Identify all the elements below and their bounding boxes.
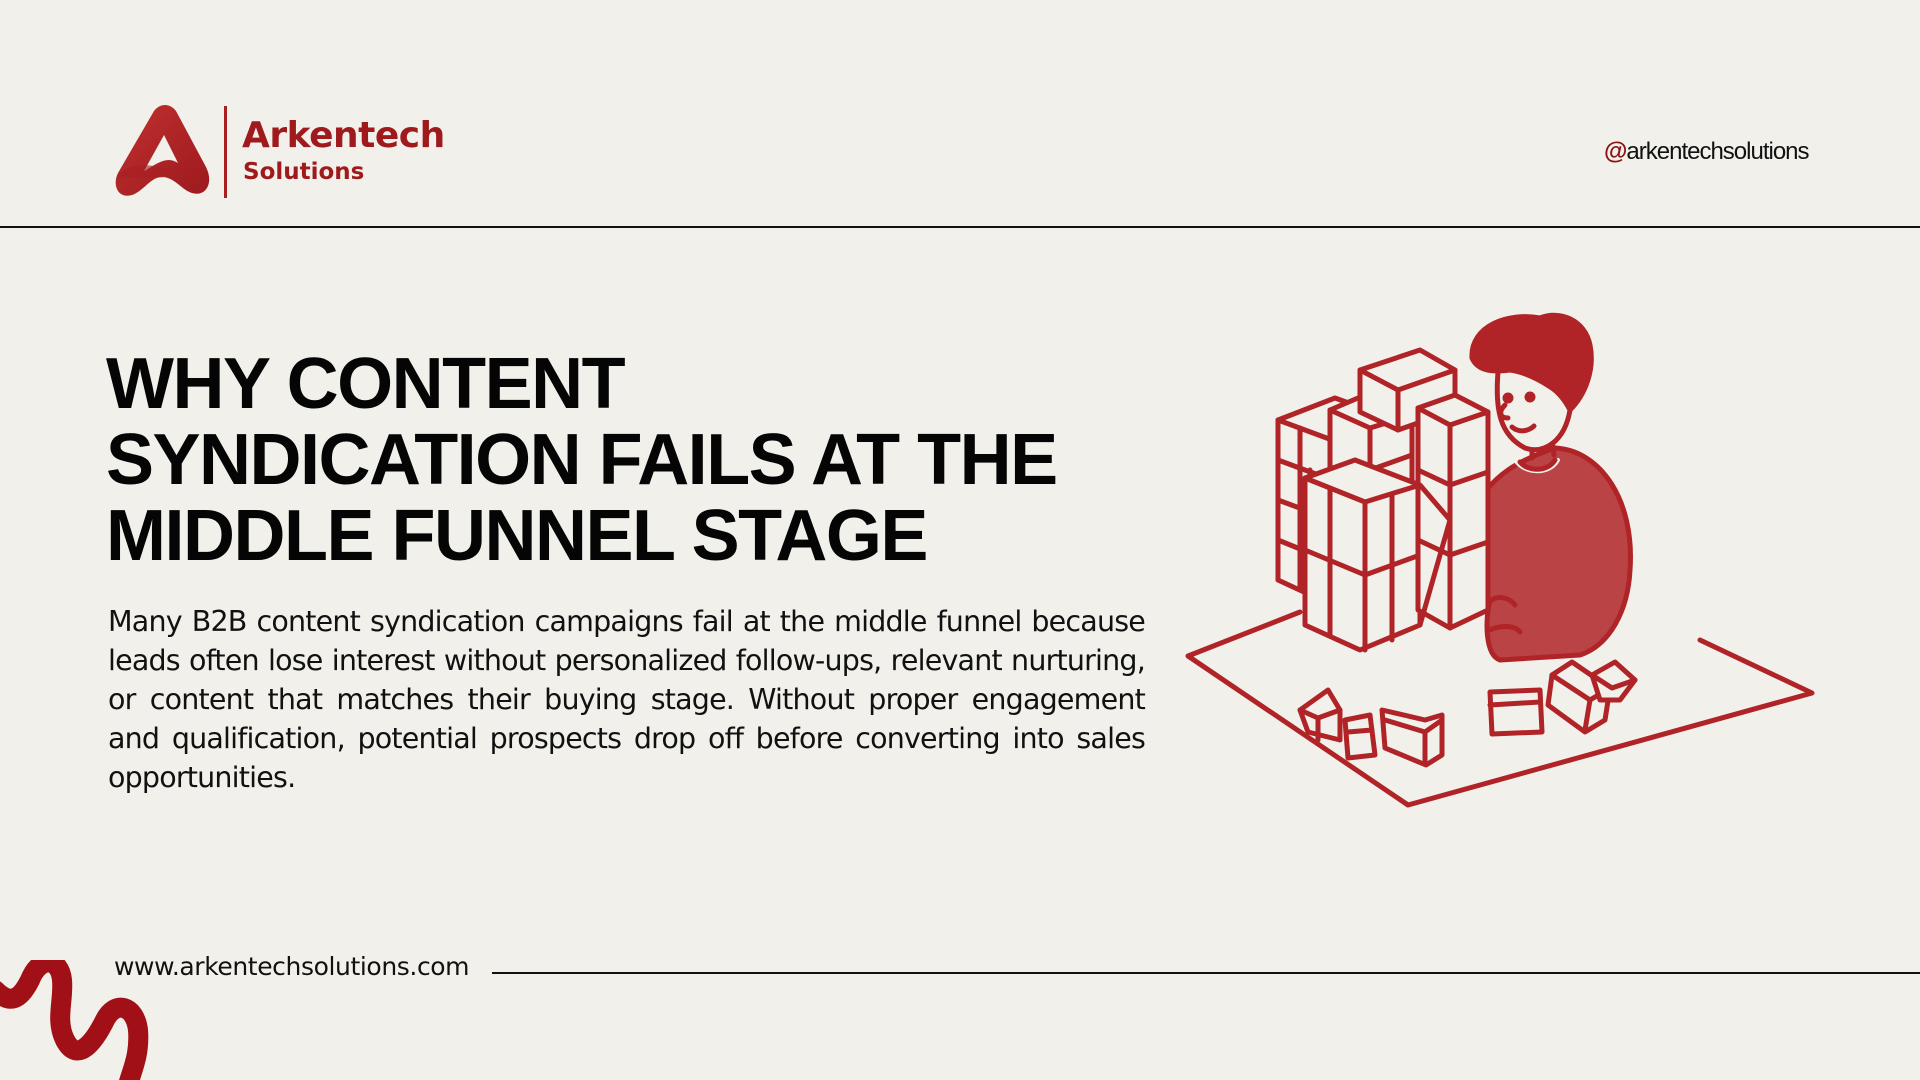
website-link[interactable]: www.arkentechsolutions.com (114, 952, 470, 981)
person-building-blocks-illustration (1185, 312, 1815, 808)
brand-logo-icon (115, 105, 210, 196)
social-handle[interactable]: @arkentechsolutions (1604, 138, 1810, 166)
header-divider (0, 226, 1920, 228)
brand-name: Arkentech (242, 115, 445, 156)
logo-divider (224, 106, 227, 198)
title-line-1: WHY CONTENT (106, 344, 626, 424)
page-title: WHY CONTENT SYNDICATION FAILS AT THE MID… (106, 346, 1106, 574)
handle-text: arkentechsolutions (1626, 138, 1809, 165)
title-line-3: MIDDLE FUNNEL STAGE (106, 496, 928, 576)
footer-divider (492, 972, 1920, 974)
at-icon: @ (1604, 138, 1627, 165)
title-line-2: SYNDICATION FAILS AT THE (106, 420, 1058, 500)
brand-subtitle: Solutions (243, 159, 365, 185)
body-paragraph: Many B2B content syndication campaigns f… (108, 605, 1146, 794)
decorative-squiggle-icon (0, 960, 149, 1080)
